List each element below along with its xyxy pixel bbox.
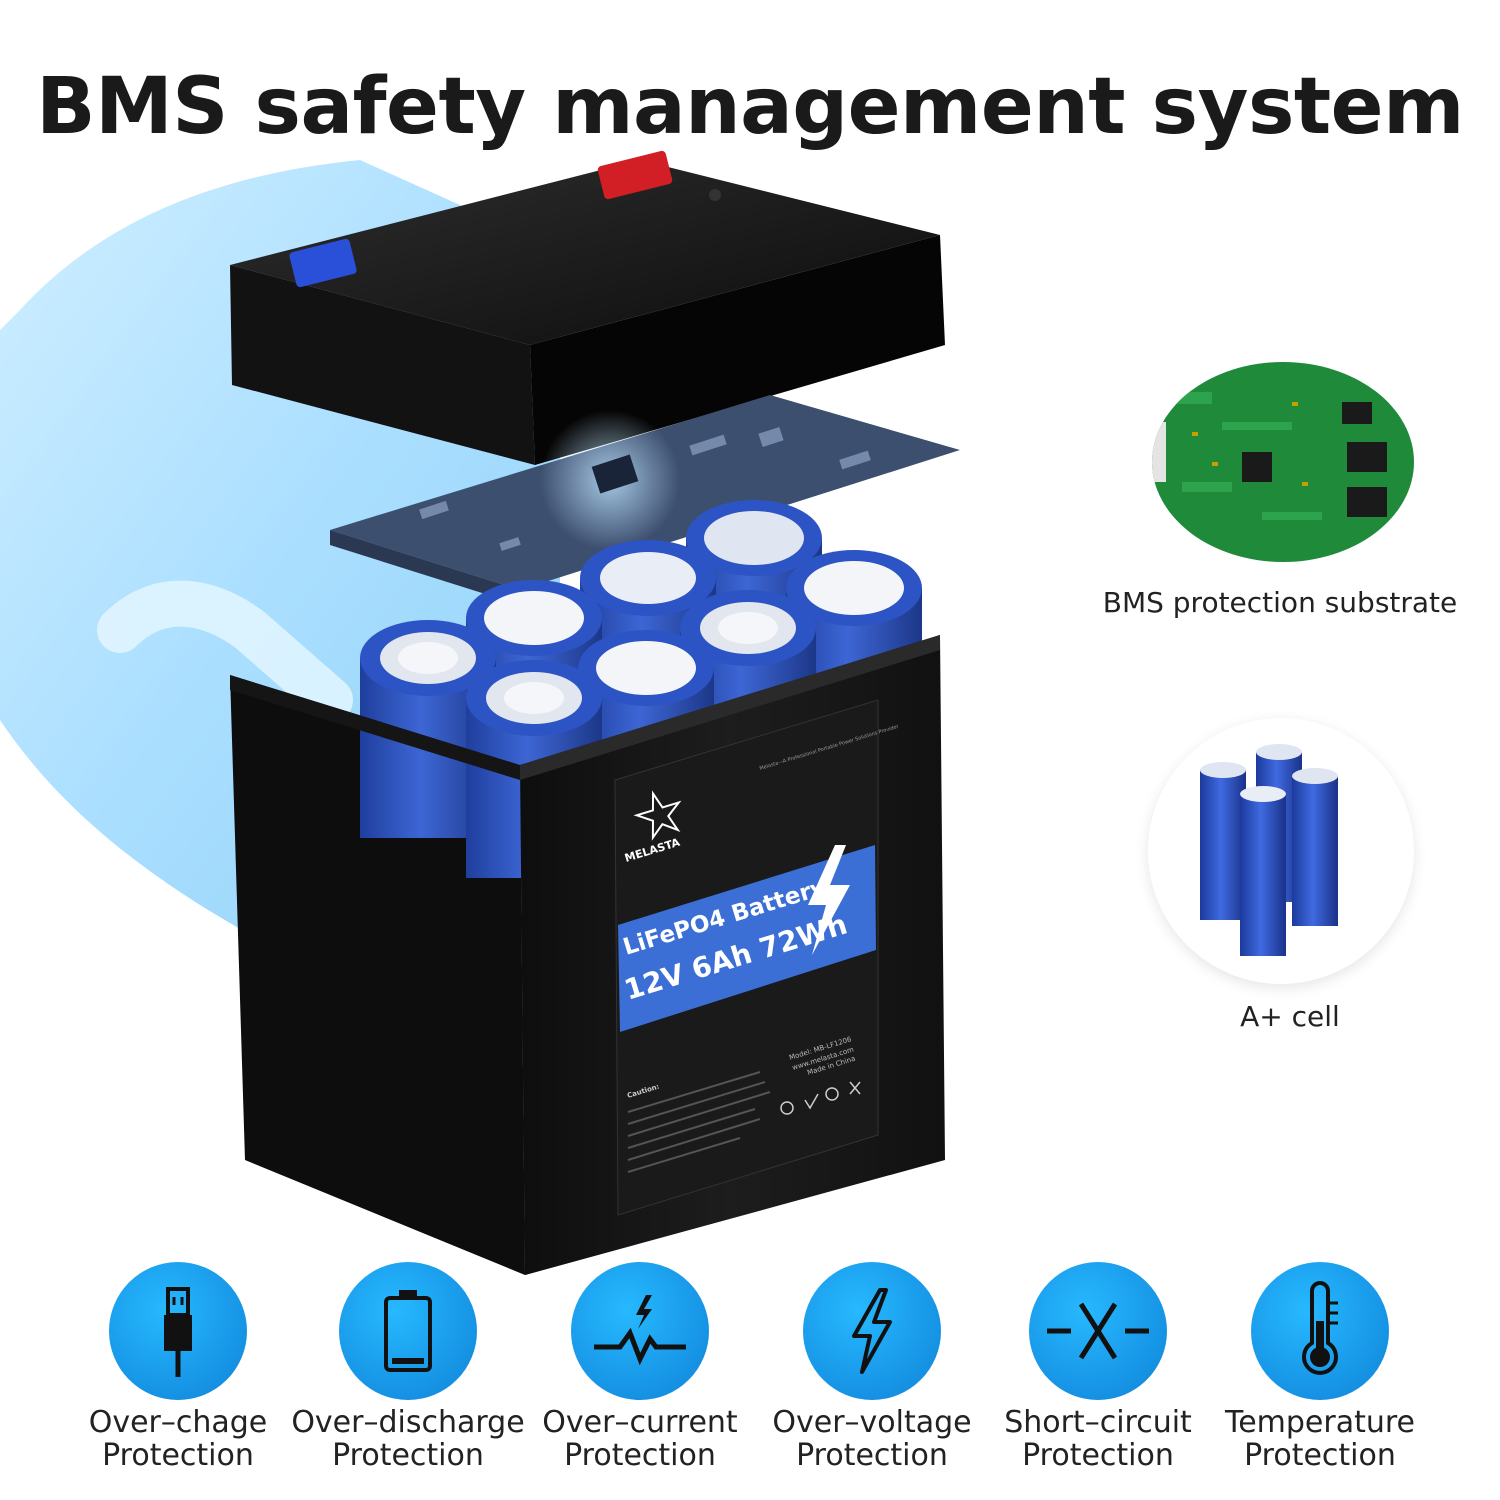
feature-title: Over–chage: [88, 1405, 268, 1440]
feature-title: Over–current: [542, 1405, 738, 1440]
feature-title: Over–discharge: [291, 1405, 525, 1440]
feature-bubble: [109, 1262, 247, 1400]
current-spike-icon: [594, 1295, 686, 1366]
feature-bubble: [571, 1262, 709, 1400]
pcb-icon: [1152, 362, 1414, 562]
page-title: BMS safety management system: [36, 62, 1464, 152]
feature-bubble: [803, 1262, 941, 1400]
feature-subtitle: Protection: [564, 1438, 716, 1473]
feature-overvoltage: Over–voltage Protection: [752, 1262, 992, 1472]
certification-icons: [780, 1081, 861, 1115]
battery-lid: [230, 150, 945, 465]
feature-subtitle: Protection: [1022, 1438, 1174, 1473]
feature-overdischarge: Over–discharge Protection: [288, 1262, 528, 1472]
bms-circuit-board: [330, 395, 960, 605]
feature-subtitle: Protection: [1244, 1438, 1396, 1473]
bms-board-image: [1152, 362, 1414, 562]
cylinder-cells-icon: [1200, 744, 1338, 956]
lightning-icon: [808, 845, 850, 955]
cells-caption: A+ cell: [1240, 1000, 1340, 1033]
cells-image: [1148, 718, 1414, 984]
feature-title: Temperature: [1224, 1405, 1416, 1440]
feature-subtitle: Protection: [332, 1438, 484, 1473]
feature-bubble: [339, 1262, 477, 1400]
feature-title: Short–circuit: [1004, 1405, 1192, 1440]
battery-label: [614, 699, 879, 1216]
feature-title: Over–voltage: [772, 1405, 972, 1440]
feature-bubble: [1251, 1262, 1389, 1400]
feature-temperature: Temperature Protection: [1200, 1262, 1440, 1472]
caution-text-lines: [627, 1071, 771, 1173]
feature-subtitle: Protection: [796, 1438, 948, 1473]
battery-icon: [384, 1290, 432, 1372]
short-circuit-icon: [1047, 1302, 1149, 1360]
feature-short-circuit: Short–circuit Protection: [978, 1262, 1218, 1472]
star-logo-icon: [633, 790, 682, 841]
protection-features: Over–chage Protection Over–discharge Pro…: [0, 1262, 1500, 1500]
feature-overcharge: Over–chage Protection: [58, 1262, 298, 1472]
feature-subtitle: Protection: [102, 1438, 254, 1473]
bms-board-caption: BMS protection substrate: [1102, 586, 1458, 619]
feature-overcurrent: Over–current Protection: [520, 1262, 760, 1472]
plug-icon: [164, 1287, 192, 1377]
feature-bubble: [1029, 1262, 1167, 1400]
thermometer-icon: [1302, 1281, 1338, 1375]
lightning-icon: [852, 1288, 892, 1374]
